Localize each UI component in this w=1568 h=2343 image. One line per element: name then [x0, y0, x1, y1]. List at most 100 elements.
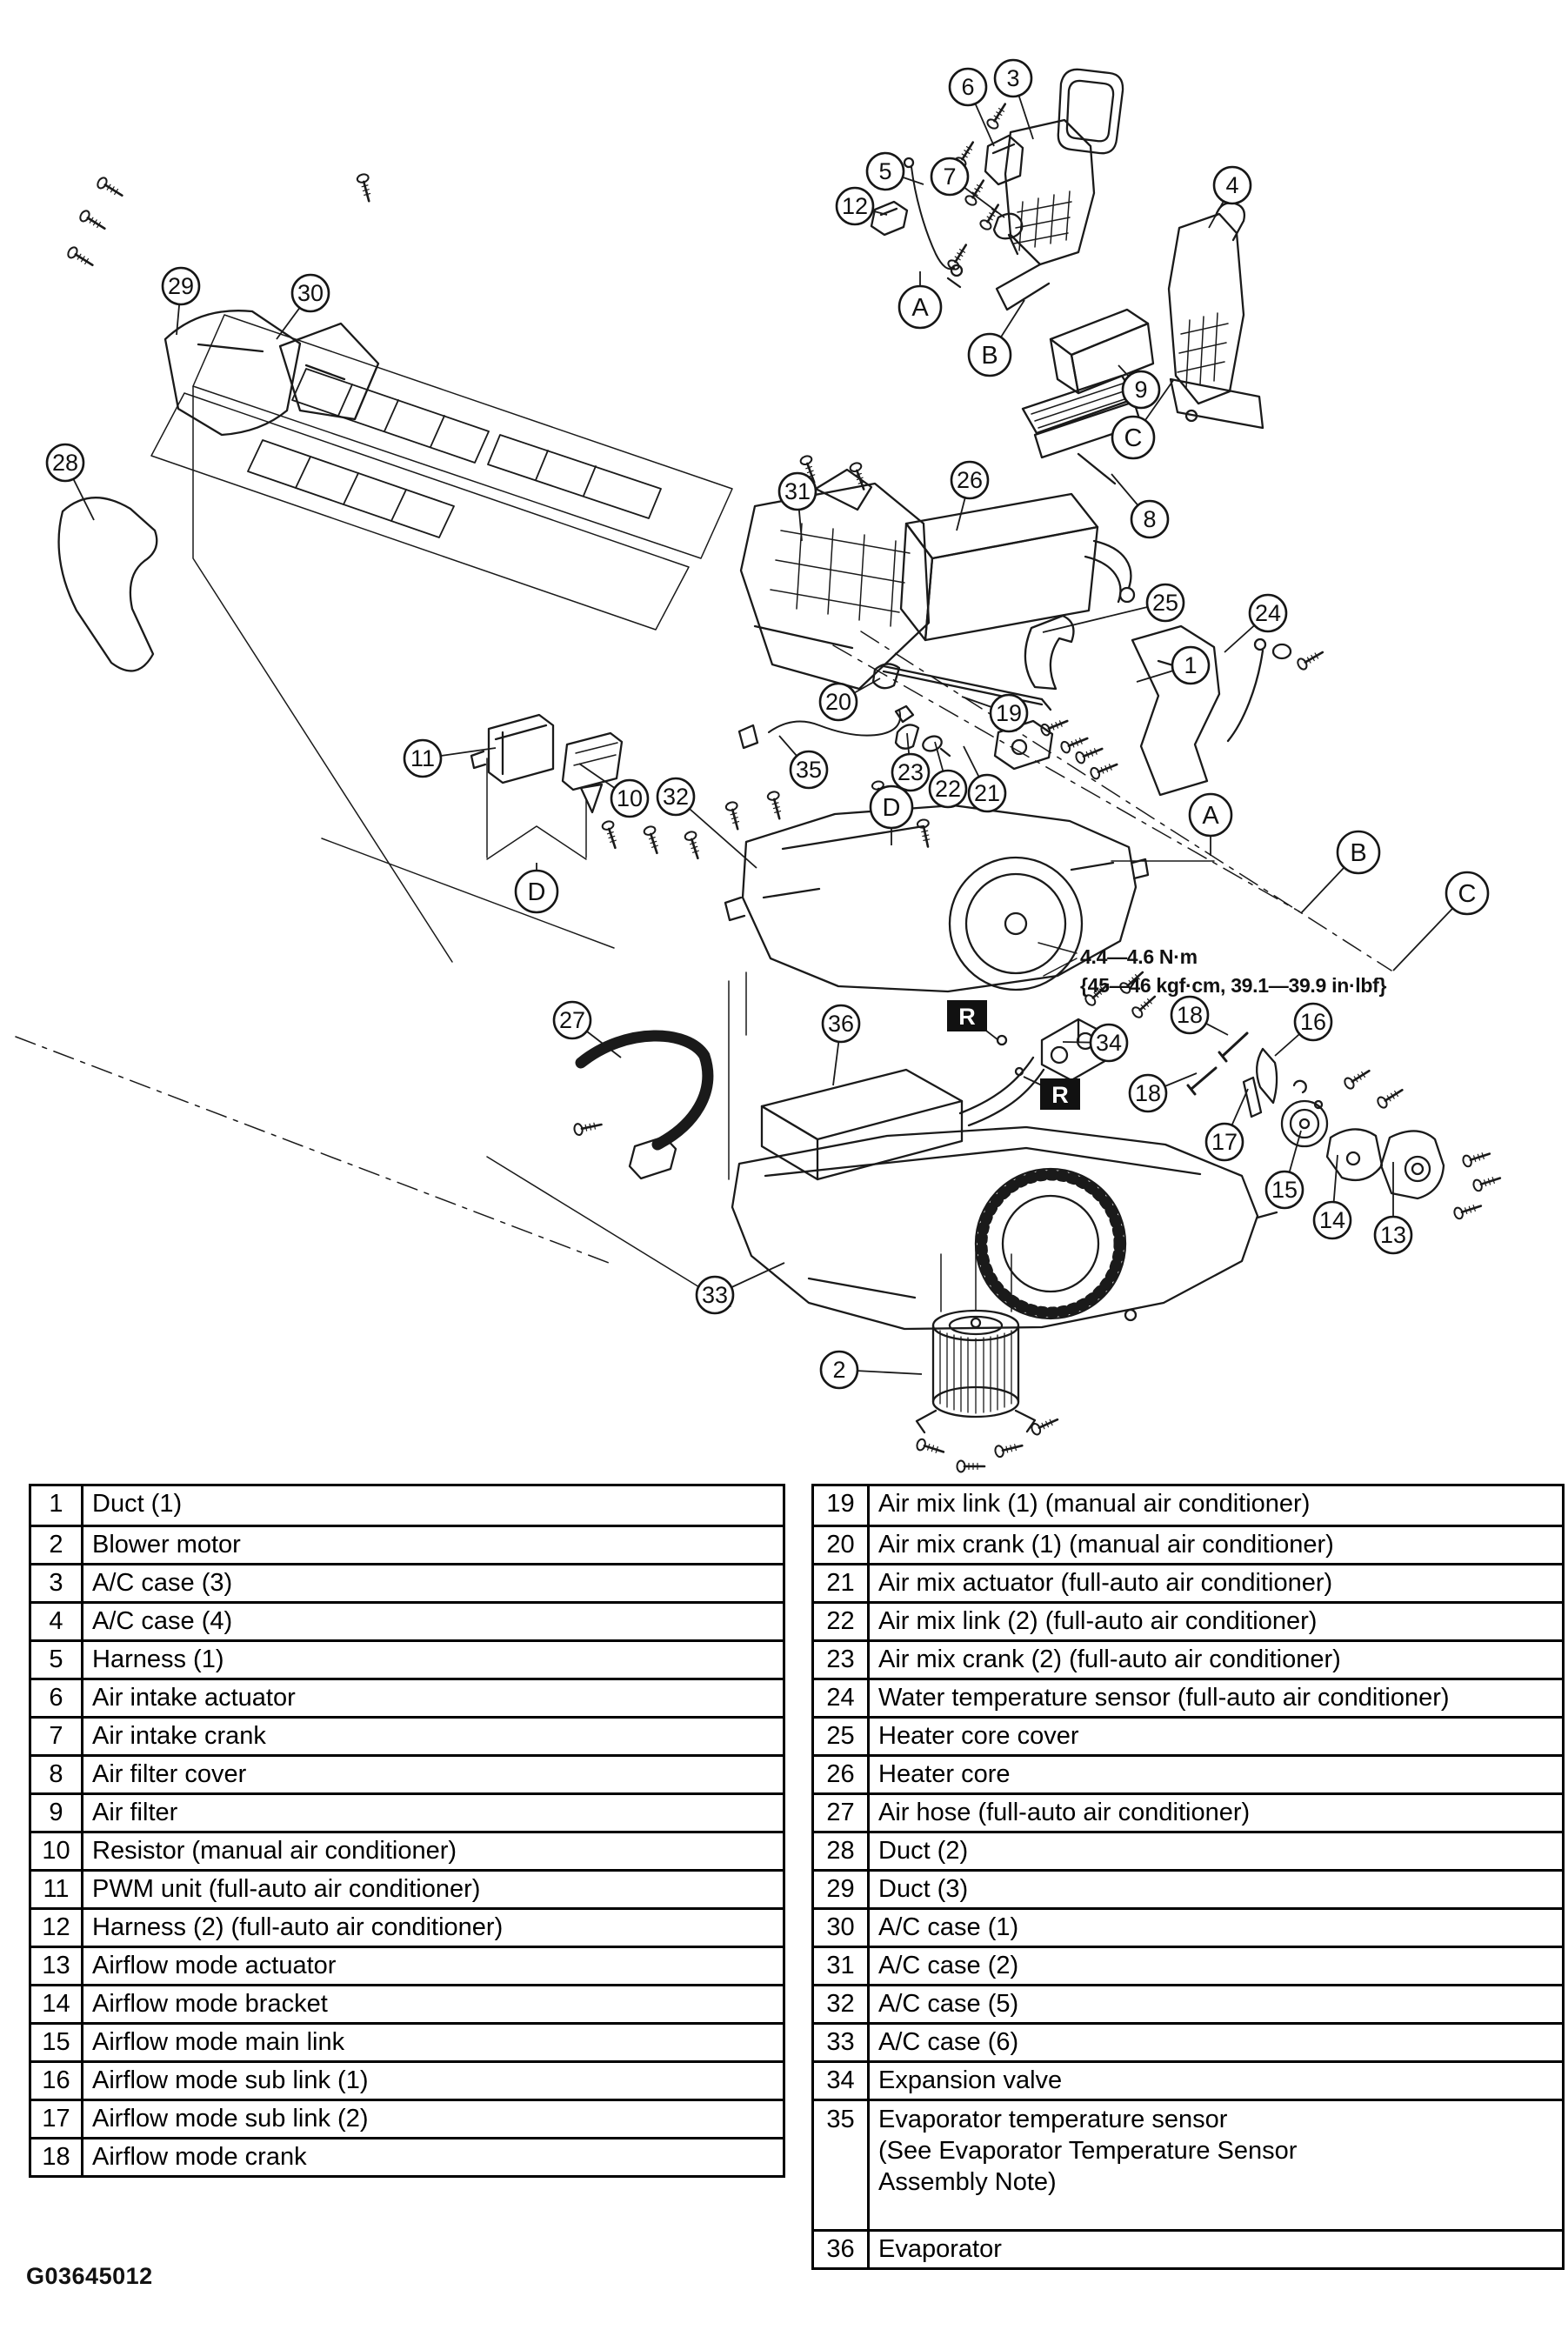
svg-text:7: 7 — [943, 164, 956, 190]
svg-text:18: 18 — [1177, 1002, 1203, 1028]
part-name: Air intake actuator — [92, 1684, 296, 1712]
part-name: Evaporator — [878, 2235, 1002, 2263]
svg-text:35: 35 — [796, 757, 822, 783]
part-number: 22 — [814, 1604, 870, 1639]
callout-28: 28 — [45, 443, 95, 521]
callout-18: 18 — [1128, 1072, 1198, 1113]
part-number: 17 — [31, 2101, 83, 2137]
part-number: 25 — [814, 1719, 870, 1754]
svg-text:4: 4 — [1225, 172, 1238, 198]
callout-4: 4 — [1208, 165, 1252, 229]
callout-7: 7 — [930, 157, 1005, 218]
part-name: Harness (2) (full-auto air conditioner) — [92, 1913, 504, 1941]
svg-text:17: 17 — [1211, 1129, 1238, 1155]
callout-31: 31 — [777, 471, 817, 542]
part-name: Evaporator temperature sensor (See Evapo… — [878, 2106, 1298, 2196]
svg-text:24: 24 — [1255, 600, 1281, 626]
table-row: 20 Air mix crank (1) (manual air conditio… — [814, 1525, 1562, 1563]
callout-19: 19 — [961, 693, 1029, 733]
callout-C: C — [1392, 871, 1490, 971]
callout-18: 18 — [1170, 995, 1229, 1036]
part-name: Air mix link (1) (manual air conditioner… — [878, 1490, 1311, 1518]
callout-15: 15 — [1264, 1130, 1304, 1210]
svg-text:D: D — [883, 794, 901, 822]
part-number: 7 — [31, 1719, 83, 1754]
svg-text:25: 25 — [1152, 590, 1178, 616]
part-number: 14 — [31, 1986, 83, 2022]
svg-text:18: 18 — [1135, 1080, 1161, 1106]
part-name: Air mix crank (1) (manual air conditione… — [878, 1531, 1334, 1559]
table-row: 27 Air hose (full-auto air conditioner) — [814, 1792, 1562, 1831]
svg-text:2: 2 — [832, 1357, 845, 1383]
part-number: 12 — [31, 1910, 83, 1946]
part-number: 24 — [814, 1680, 870, 1716]
svg-text:D: D — [528, 878, 546, 906]
table-row: 29 Duct (3) — [814, 1869, 1562, 1907]
table-row: 16 Airflow mode sub link (1) — [31, 2060, 783, 2099]
part-name: Airflow mode sub link (2) — [92, 2105, 369, 2133]
svg-text:9: 9 — [1134, 377, 1147, 403]
part-number: 28 — [814, 1833, 870, 1869]
table-row: 17 Airflow mode sub link (2) — [31, 2099, 783, 2137]
part-number: 13 — [31, 1948, 83, 1984]
callout-A: A — [1188, 792, 1233, 856]
part-number: 34 — [814, 2063, 870, 2099]
part-name: A/C case (2) — [878, 1952, 1019, 1979]
part-number: 27 — [814, 1795, 870, 1831]
part-name: Air mix crank (2) (full-auto air conditi… — [878, 1645, 1341, 1673]
part-number: 30 — [814, 1910, 870, 1946]
part-name: Airflow mode sub link (1) — [92, 2066, 369, 2094]
callout-D: D — [869, 784, 914, 845]
svg-text:36: 36 — [828, 1011, 854, 1037]
svg-text:1: 1 — [1184, 652, 1197, 678]
part-number: 36 — [814, 2232, 870, 2267]
part-number: 16 — [31, 2063, 83, 2099]
svg-text:10: 10 — [617, 785, 643, 811]
part-number: 20 — [814, 1527, 870, 1563]
svg-text:A: A — [911, 294, 929, 322]
svg-text:11: 11 — [410, 745, 435, 771]
part-name: Resistor (manual air conditioner) — [92, 1837, 457, 1865]
svg-text:27: 27 — [559, 1007, 585, 1033]
part-number: 29 — [814, 1872, 870, 1907]
part-name: Air mix link (2) (full-auto air conditio… — [878, 1607, 1318, 1635]
svg-text:R: R — [1051, 1082, 1069, 1108]
svg-text:8: 8 — [1143, 506, 1156, 532]
part-name: A/C case (5) — [878, 1990, 1019, 2018]
svg-text:32: 32 — [663, 784, 689, 810]
callout-B: B — [1300, 830, 1381, 914]
part-name: Airflow mode crank — [92, 2143, 307, 2171]
callout-32: 32 — [656, 777, 757, 869]
callout-C: C — [1111, 378, 1175, 460]
diagram-line-art — [15, 68, 1504, 1473]
torque-note-line2: {45—46 kgf·cm, 39.1—39.9 in·lbf} — [1080, 974, 1387, 997]
callout-2: 2 — [819, 1350, 923, 1390]
svg-text:C: C — [1124, 424, 1143, 452]
svg-text:16: 16 — [1300, 1009, 1326, 1035]
svg-text:B: B — [1350, 839, 1366, 867]
part-name: Duct (2) — [878, 1837, 969, 1865]
part-name: Duct (1) — [92, 1490, 183, 1518]
part-number: 3 — [31, 1565, 83, 1601]
svg-text:6: 6 — [961, 74, 974, 100]
part-name: Duct (3) — [878, 1875, 969, 1903]
callout-30: 30 — [276, 273, 330, 340]
r-marker: R — [947, 1000, 999, 1041]
callout-D: D — [514, 863, 559, 914]
part-name: Air hose (full-auto air conditioner) — [878, 1799, 1251, 1826]
